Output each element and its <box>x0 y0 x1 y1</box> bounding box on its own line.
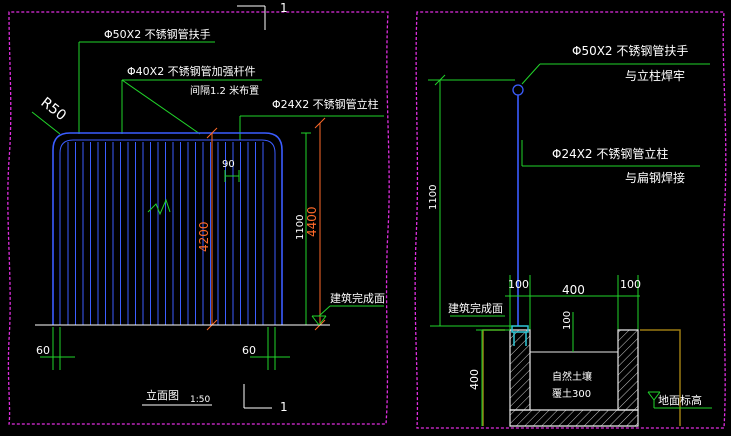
left-sheet-border <box>7 11 390 425</box>
right-offset-60: 60 <box>242 344 256 357</box>
drawing-scale: 1:50 <box>190 395 210 405</box>
dim-1100-elevation-line <box>301 132 311 325</box>
elevation-reinforcing-bar-spacing: 间隔1.2 米布置 <box>190 84 259 97</box>
elevation-finished-floor: 建筑完成面 <box>330 291 385 305</box>
spacing-90-dimension <box>224 170 240 182</box>
dim-400-vertical-line <box>476 329 510 426</box>
section-mark-top: 1 <box>280 1 288 15</box>
ground-level-marker <box>647 391 712 409</box>
dim-100-vertical: 100 <box>562 311 573 330</box>
soil-label-box <box>546 364 602 402</box>
dim-1100-section: 1100 <box>428 185 439 210</box>
section-finished-floor: 建筑完成面 <box>448 301 503 315</box>
section-leader-lines <box>521 63 710 167</box>
dim-1100-section-line <box>428 74 515 326</box>
break-symbol <box>147 198 171 216</box>
handrail-inner <box>59 139 276 325</box>
dim-100-left: 100 <box>508 278 529 291</box>
soil-label-line1: 自然土壤 <box>552 370 592 383</box>
drawing-title: 立面图 <box>146 388 179 402</box>
railing-elevation <box>52 132 283 325</box>
dim-400: 400 <box>562 283 585 297</box>
elevation-reinforcing-bar-label: Φ40X2 不锈钢管加强杆件 <box>127 64 256 78</box>
section-post-label: Φ24X2 不锈钢管立柱 <box>552 146 668 161</box>
left-offset-60: 60 <box>36 344 50 357</box>
elevation-post-label: Φ24X2 不锈钢管立柱 <box>272 97 379 111</box>
elevation-handrail-label: Φ50X2 不锈钢管扶手 <box>104 27 211 41</box>
dim-4200: 4200 <box>197 221 211 252</box>
orange-dimensions <box>206 117 326 331</box>
finished-floor-marker <box>311 305 384 326</box>
dim-1100-elevation: 1100 <box>295 215 306 240</box>
section-post-note: 与扁钢焊接 <box>625 170 685 185</box>
spacing-90-label: 90 <box>222 159 235 170</box>
dim-100-right: 100 <box>620 278 641 291</box>
dim-400-vertical: 400 <box>468 369 481 390</box>
foundation-section <box>482 325 681 427</box>
elevation-leader-lines <box>31 41 384 140</box>
section-mark-bottom: 1 <box>280 400 288 414</box>
section-handrail-note: 与立柱焊牢 <box>625 68 685 83</box>
handrail-section-circle <box>512 84 524 96</box>
soil-label-line2: 覆土300 <box>552 387 591 400</box>
railing-posts <box>67 142 264 325</box>
ground-level-label: 地面标高 <box>658 393 702 407</box>
section-finished-floor-marker <box>430 315 518 327</box>
section-handrail-label: Φ50X2 不锈钢管扶手 <box>572 43 688 58</box>
offset-60-dimensions <box>40 327 290 370</box>
handrail-outer <box>52 132 283 325</box>
dim-4400: 4400 <box>305 206 319 237</box>
section-top-dimensions <box>505 275 640 330</box>
